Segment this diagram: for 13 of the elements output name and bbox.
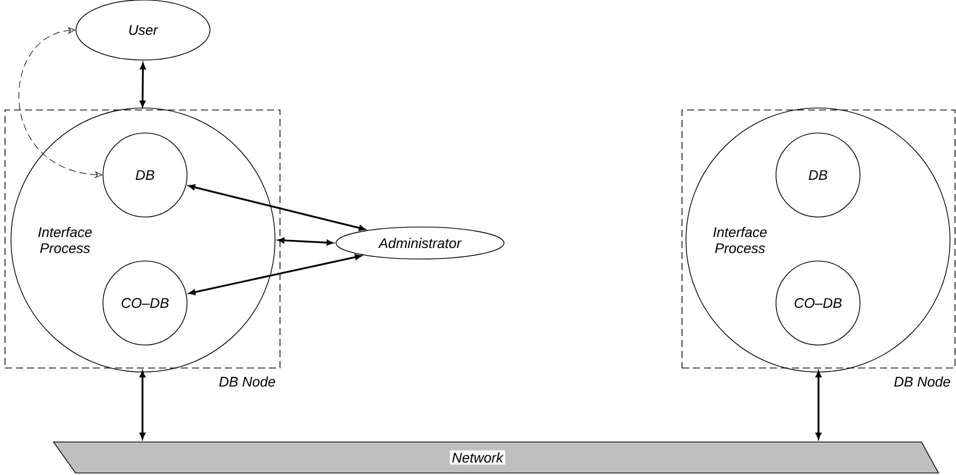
circle-node: CO–DB [102, 260, 188, 346]
arrow [189, 254, 362, 295]
node-label: DB Node [894, 376, 950, 387]
circle-node: DB [102, 132, 188, 218]
circle-node: DB [776, 132, 860, 218]
arrow [816, 371, 822, 439]
arrow [188, 184, 366, 231]
ellipse-node: Administrator [336, 226, 504, 260]
circle-node: CO–DB [776, 260, 860, 346]
arrow [278, 238, 333, 246]
node-label: DB Node [219, 376, 276, 387]
arrow [140, 371, 146, 439]
arrow [140, 63, 146, 107]
